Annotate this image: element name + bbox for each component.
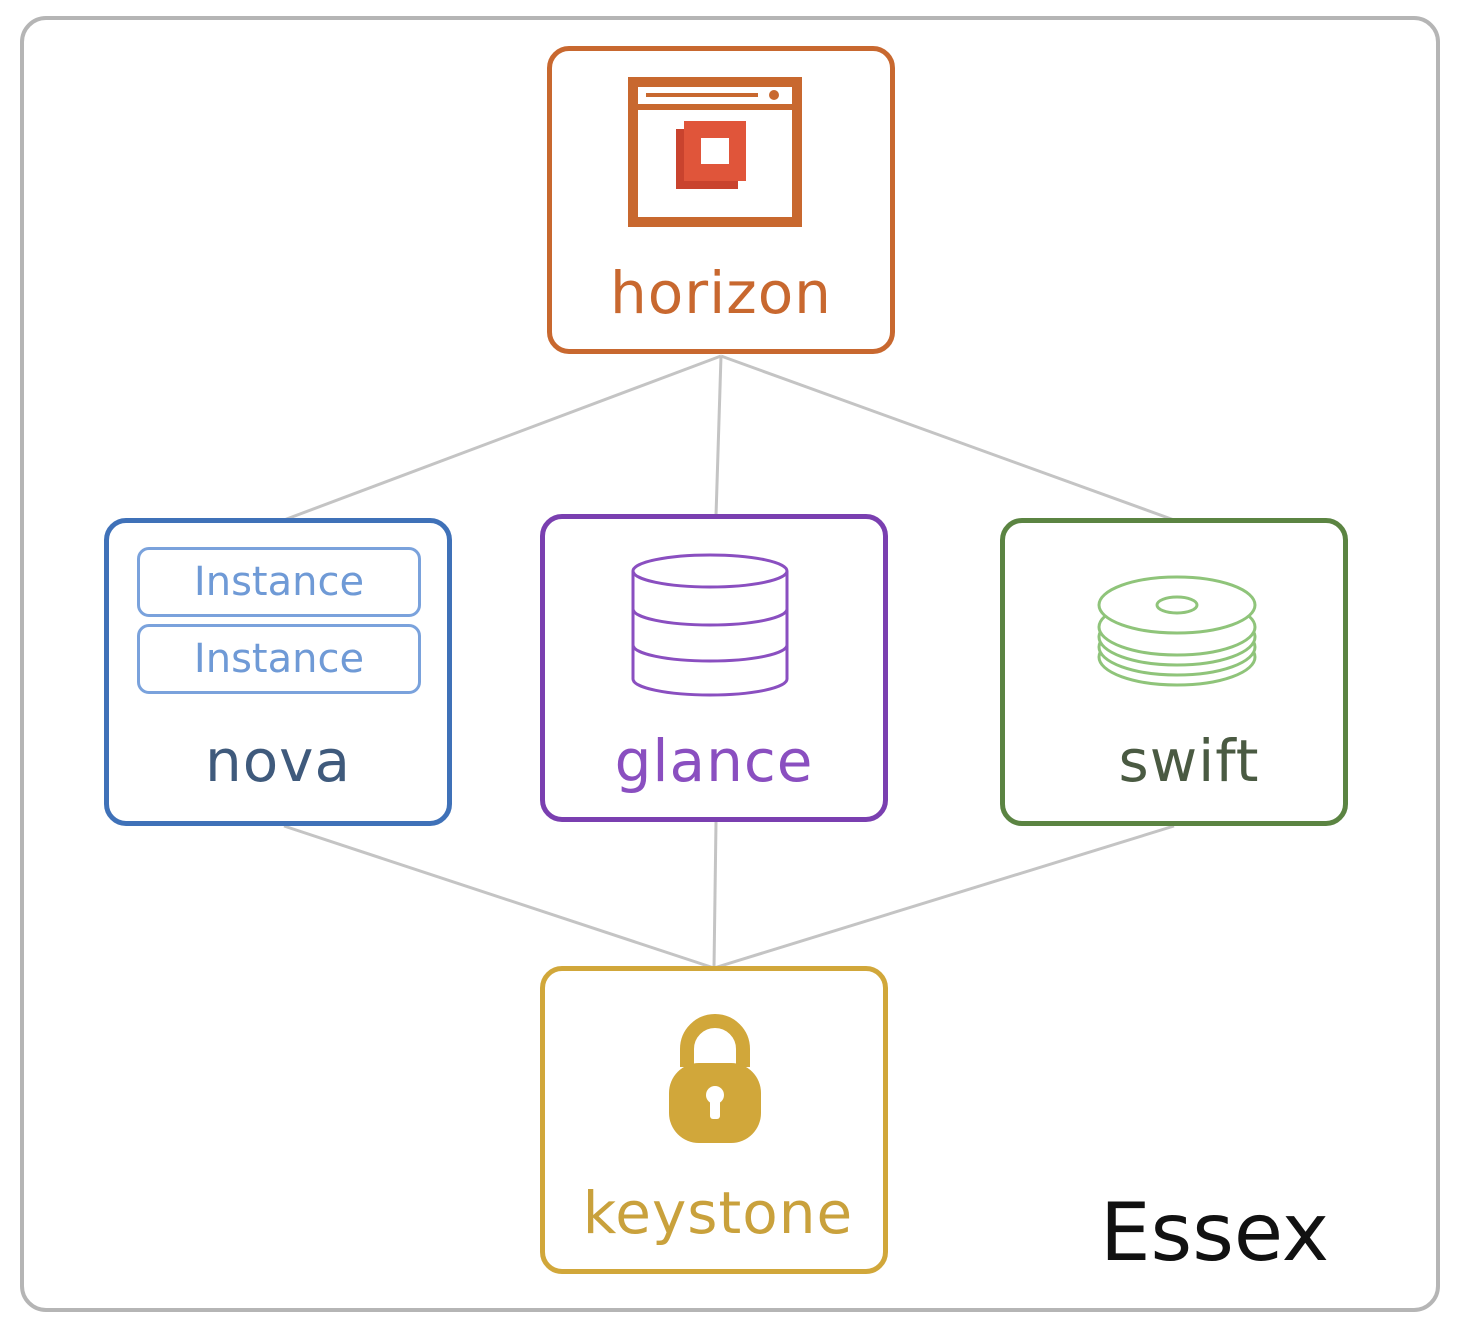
- lock-icon: [665, 1011, 765, 1149]
- glance-node: glance: [540, 514, 888, 822]
- nova-node: Instance Instance nova: [104, 518, 452, 826]
- horizon-node: horizon: [547, 46, 895, 354]
- keystone-label: keystone: [582, 1179, 854, 1247]
- edge-horizon-nova: [283, 354, 722, 522]
- edge-glance-keystone: [712, 821, 718, 969]
- release-name: Essex: [1100, 1186, 1330, 1279]
- edge-horizon-glance: [714, 355, 723, 517]
- horizon-label: horizon: [610, 259, 832, 327]
- swift-node: swift: [1000, 518, 1348, 826]
- glance-label: glance: [614, 727, 814, 795]
- nova-label: nova: [204, 727, 352, 795]
- swift-label: swift: [1118, 727, 1260, 795]
- instance-box: Instance: [137, 624, 421, 694]
- edge-horizon-swift: [720, 354, 1175, 522]
- keystone-node: keystone: [540, 966, 888, 1274]
- diagram-frame: [20, 16, 1440, 1312]
- browser-window-icon: [628, 77, 802, 231]
- instance-box: Instance: [137, 547, 421, 617]
- edge-nova-keystone: [283, 824, 715, 970]
- disk-stack-icon: [1097, 567, 1267, 701]
- database-icon: [625, 551, 795, 705]
- edge-swift-keystone: [713, 824, 1175, 970]
